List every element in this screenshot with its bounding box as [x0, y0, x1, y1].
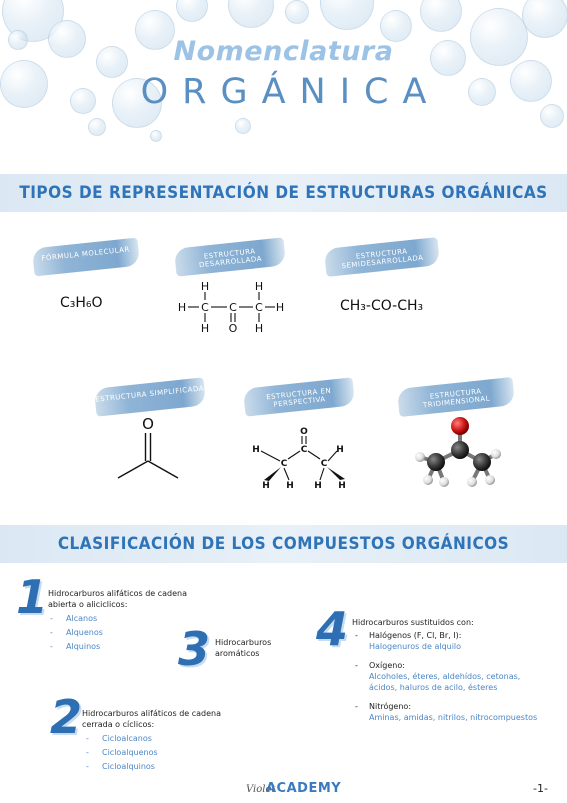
category-4-title: Hidrocarburos sustituidos con: — [352, 618, 474, 627]
category-1-title: Hidrocarburos alifáticos de cadena abier… — [48, 589, 188, 609]
list-item: -Alquinos — [50, 642, 101, 651]
svg-text:H: H — [314, 481, 322, 491]
page-number: -1- — [533, 782, 548, 795]
title-organica: ORGÁNICA — [140, 72, 441, 112]
svg-text:C: C — [229, 301, 237, 314]
footer-brand-script: Violet — [246, 784, 276, 795]
label-estructura-simplificada: ESTRUCTURA SIMPLIFICADA — [93, 377, 207, 417]
molecular-formula: C₃H₆O — [60, 295, 103, 311]
category-3-title: Hidrocarburos aromáticos — [215, 638, 272, 658]
label-estructura-desarrollada: ESTRUCTURA DESARROLLADA — [173, 237, 287, 277]
label-estructura-semidesarrollada: ESTRUCTURA SEMIDESARROLLADA — [323, 237, 441, 277]
label-formula-molecular: FÓRMULA MOLECULAR — [31, 237, 141, 277]
group-halogenos-value: Halogenuros de alquilo — [369, 642, 462, 651]
section-band-clasificacion — [0, 525, 567, 563]
svg-text:H: H — [178, 301, 186, 314]
number-3: 3 — [178, 622, 211, 676]
svg-text:H: H — [276, 301, 284, 314]
group-nitrogeno-value: Aminas, amidas, nitrilos, nitrocompuesto… — [369, 713, 538, 722]
svg-text:C: C — [301, 445, 308, 455]
group-oxigeno: -Oxígeno: — [355, 661, 405, 670]
category-2-title: Hidrocarburos alifáticos de cadena cerra… — [82, 709, 222, 729]
category-2-list: -Cicloalcanos -Cicloalquenos -Cicloalqui… — [86, 732, 158, 774]
footer-brand: ACADEMY — [266, 781, 342, 796]
svg-text:H: H — [255, 322, 263, 335]
title-nomenclatura: Nomenclatura — [173, 36, 394, 67]
label-estructura-tridimensional: ESTRUCTURA TRIDIMENSIONAL — [396, 377, 516, 417]
list-item: -Alcanos — [50, 614, 98, 623]
svg-text:O: O — [300, 427, 308, 437]
developed-structure-drawing: H C C C H H H H H O — [178, 280, 284, 335]
number-2: 2 — [50, 690, 83, 744]
semi-developed-formula: CH₃-CO-CH₃ — [340, 298, 424, 314]
list-item: -Cicloalquinos — [86, 762, 155, 771]
section-title-representacion: TIPOS DE REPRESENTACIÓN DE ESTRUCTURAS O… — [19, 183, 548, 203]
svg-text:H: H — [338, 481, 346, 491]
svg-text:H: H — [252, 445, 260, 455]
svg-text:O: O — [229, 322, 238, 335]
group-nitrogeno: -Nitrógeno: — [355, 702, 412, 711]
group-oxigeno-value: Alcoholes, éteres, aldehídos, cetonas, á… — [369, 672, 521, 692]
category-4-groups: -Halógenos (F, Cl, Br, I): Halogenuros d… — [355, 630, 555, 723]
svg-text:H: H — [262, 481, 270, 491]
list-item: -Cicloalcanos — [86, 734, 152, 743]
svg-text:C: C — [255, 301, 263, 314]
list-item: -Alquenos — [50, 628, 103, 637]
list-item: -Cicloalquenos — [86, 748, 158, 757]
category-1-list: -Alcanos -Alquenos -Alquinos — [50, 612, 103, 654]
svg-text:O: O — [142, 415, 154, 433]
svg-text:H: H — [286, 481, 294, 491]
skeletal-structure-drawing: O — [117, 415, 179, 479]
label-estructura-perspectiva: ESTRUCTURA EN PERSPECTIVA — [242, 377, 356, 417]
perspective-structure-drawing: O C C C H H H H H H — [252, 427, 346, 491]
svg-text:H: H — [201, 322, 209, 335]
svg-text:C: C — [201, 301, 209, 314]
svg-text:H: H — [336, 445, 344, 455]
section-band-representacion — [0, 174, 567, 212]
ball-and-stick-model — [415, 417, 501, 487]
number-4: 4 — [316, 602, 349, 656]
number-1: 1 — [16, 570, 49, 624]
section-title-clasificacion: CLASIFICACIÓN DE LOS COMPUESTOS ORGÁNICO… — [57, 534, 510, 554]
svg-text:H: H — [201, 280, 209, 293]
svg-text:C: C — [281, 459, 288, 469]
svg-text:H: H — [255, 280, 263, 293]
svg-text:C: C — [321, 459, 328, 469]
group-halogenos: -Halógenos (F, Cl, Br, I): — [355, 631, 462, 640]
